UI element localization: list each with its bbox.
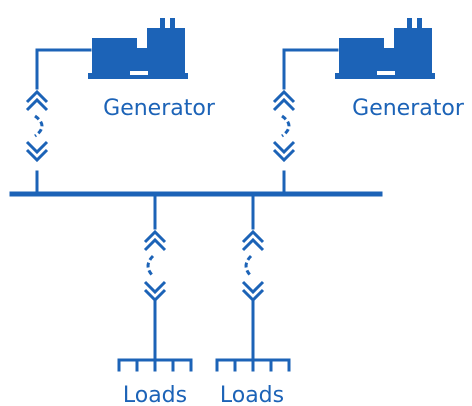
generator-joint-icon	[379, 48, 397, 73]
load-fork-1-icon	[117, 358, 193, 372]
chevron-up-icon	[241, 229, 265, 244]
generator-cabinet-icon	[394, 28, 432, 73]
generator-base-icon	[88, 73, 188, 79]
generator-stack-icon	[170, 18, 175, 30]
generator-1-label: Generator	[103, 96, 216, 121]
chevron-down-icon	[241, 288, 265, 303]
arc-icon	[281, 114, 291, 138]
loads-1-label: Loads	[123, 383, 187, 406]
generator-base-icon	[335, 73, 435, 79]
chevron-down-icon	[272, 140, 296, 155]
chevron-up-icon	[143, 237, 167, 252]
chevron-down-icon	[143, 288, 167, 303]
chevron-up-icon	[241, 237, 265, 252]
chevron-down-icon	[143, 280, 167, 295]
load2-breaker	[241, 229, 265, 303]
generator-body-icon	[92, 38, 137, 73]
chevron-up-icon	[272, 89, 296, 104]
symbols-layer	[25, 18, 435, 372]
generator-2-label: Generator	[352, 96, 465, 121]
chevron-up-icon	[143, 229, 167, 244]
arc-icon	[146, 254, 155, 278]
load1-breaker	[143, 229, 167, 303]
load-fork-2-icon	[215, 358, 291, 372]
generator-gap-icon	[130, 71, 148, 75]
wires-layer	[9, 48, 383, 362]
generator-2-icon	[335, 18, 435, 79]
chevron-down-icon	[272, 148, 296, 163]
chevron-down-icon	[25, 140, 49, 155]
chevron-up-icon	[25, 97, 49, 112]
generator-cabinet-icon	[147, 28, 185, 73]
gen1-breaker	[25, 89, 49, 163]
chevron-up-icon	[272, 97, 296, 112]
chevron-down-icon	[25, 148, 49, 163]
gen2-breaker	[272, 89, 296, 163]
generator-stack-icon	[160, 18, 165, 30]
chevron-down-icon	[241, 280, 265, 295]
generator-gap-icon	[377, 71, 395, 75]
generator-stack-icon	[407, 18, 412, 30]
arc-icon	[244, 254, 253, 278]
loads-2-label: Loads	[220, 383, 284, 406]
generator-body-icon	[339, 38, 384, 73]
chevron-up-icon	[25, 89, 49, 104]
arc-icon	[34, 114, 44, 138]
generator-1-icon	[88, 18, 188, 79]
generator-stack-icon	[417, 18, 422, 30]
generator-joint-icon	[132, 48, 150, 73]
